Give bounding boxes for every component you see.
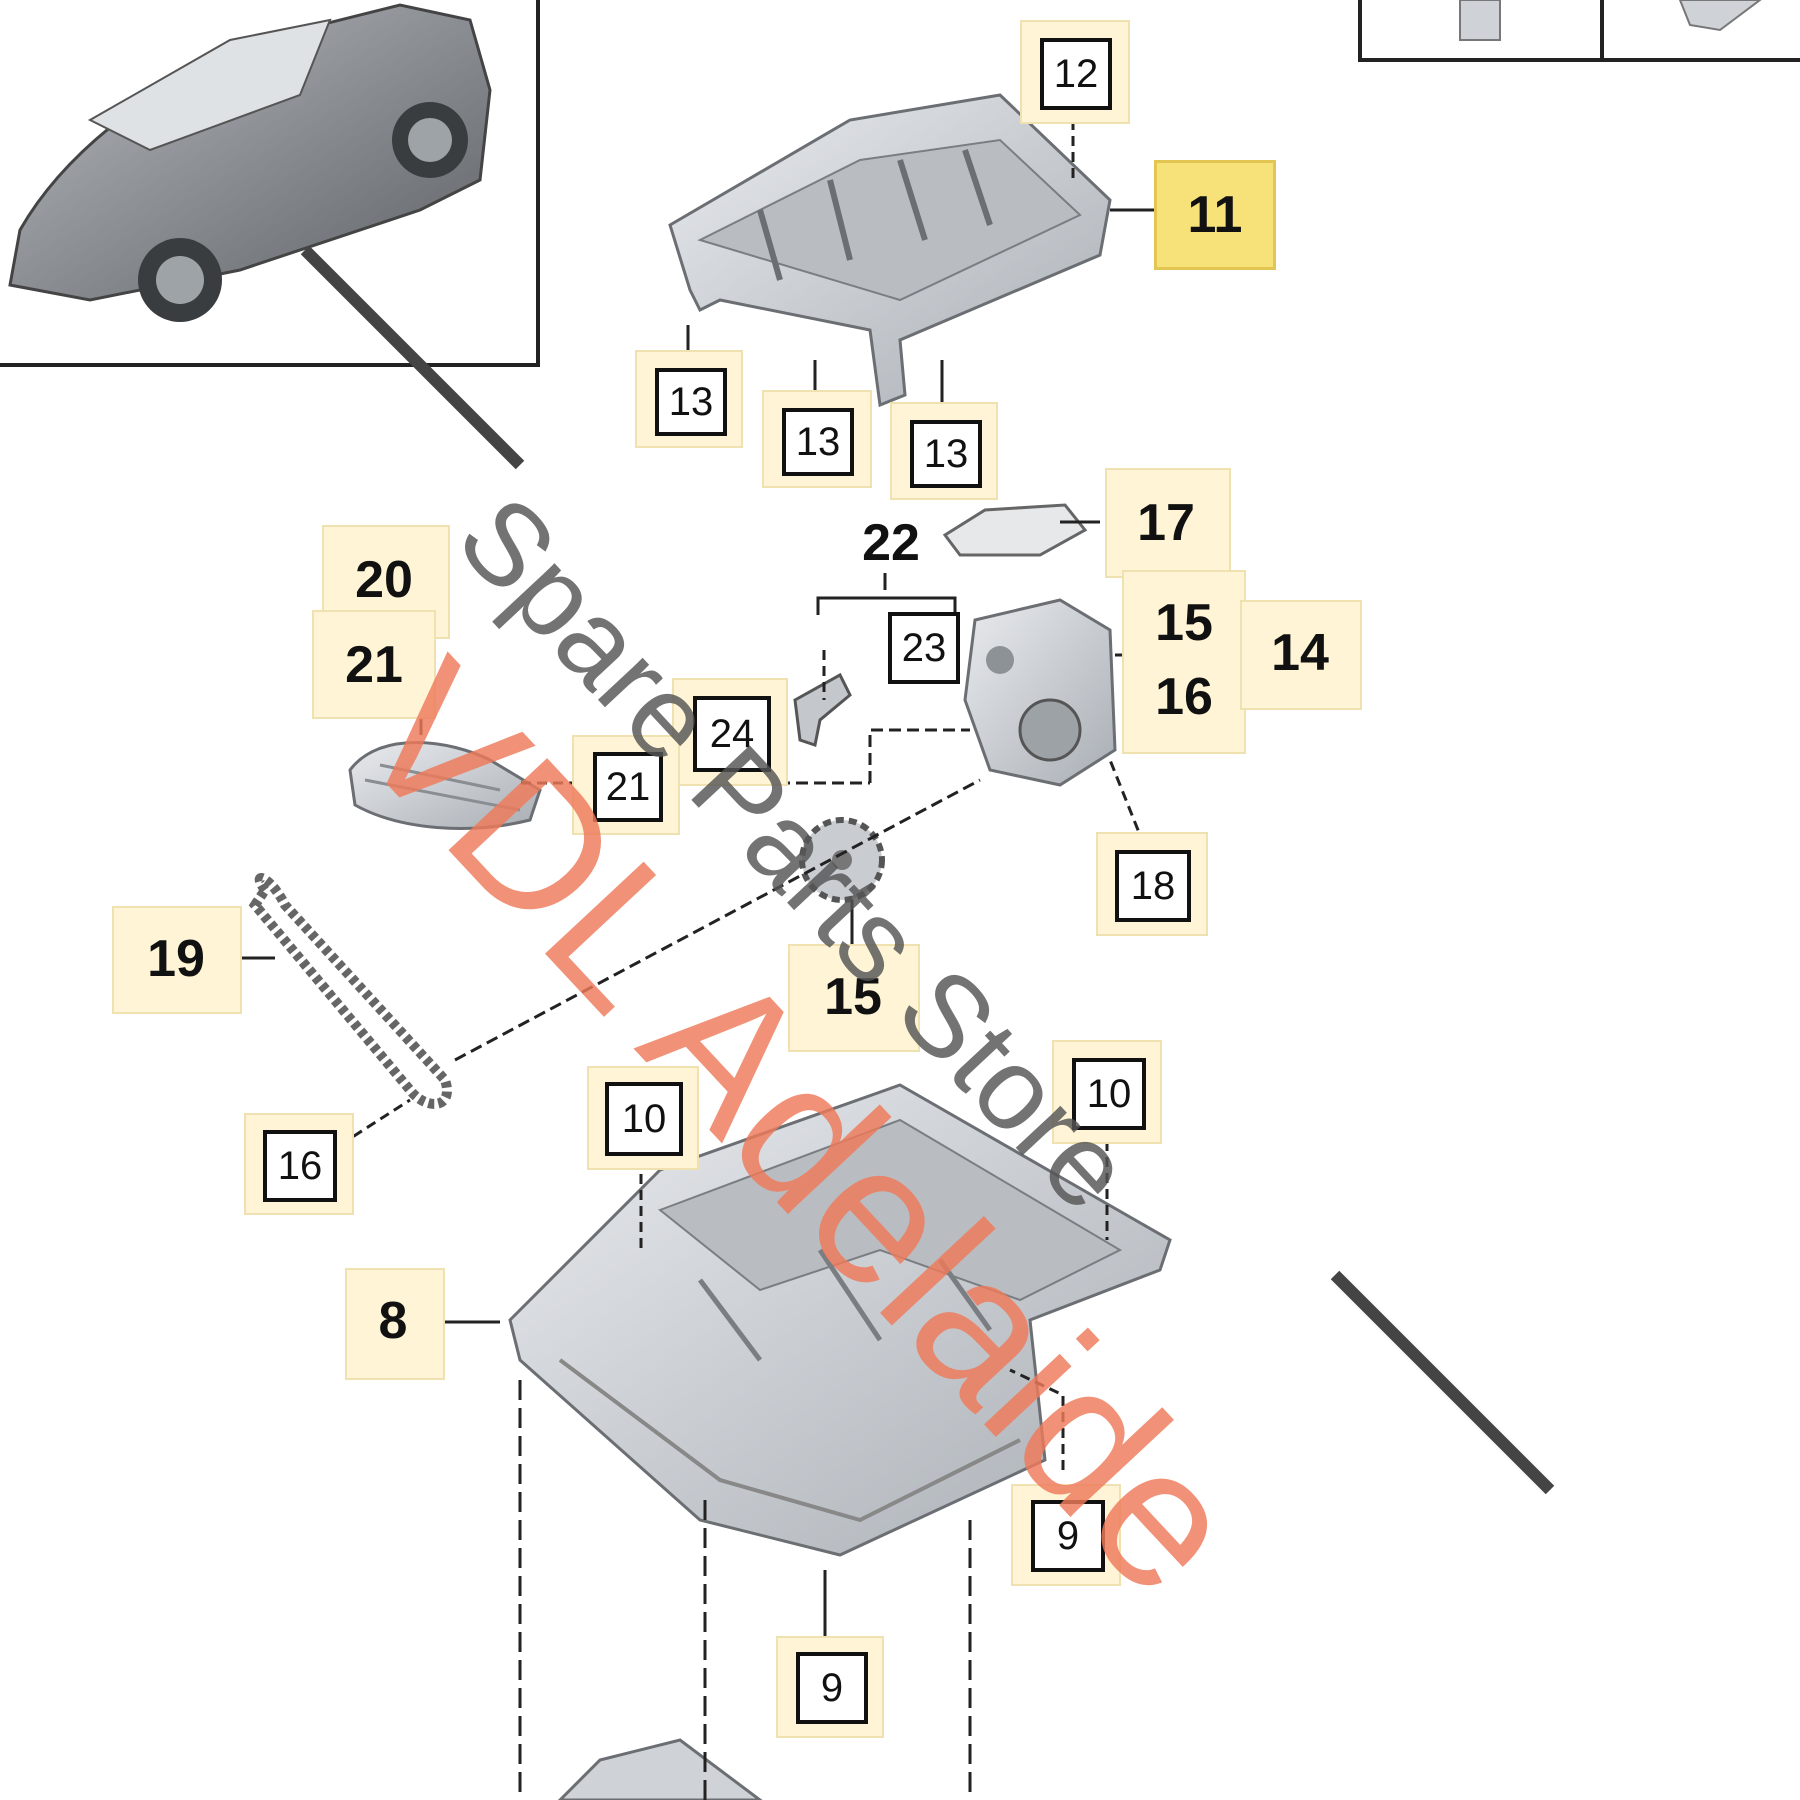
callout-back-8 [345, 1268, 445, 1380]
callout-back-15-16 [1122, 570, 1246, 754]
callout-16a: 16 [1155, 668, 1213, 726]
callout-9a: 9 [1031, 1500, 1105, 1572]
part-oil-pan-partial [557, 1738, 763, 1800]
callout-22: 22 [862, 514, 920, 572]
callout-23: 23 [888, 612, 960, 684]
callout-15b: 15 [824, 968, 882, 1026]
part-oil-strainer [348, 741, 542, 830]
part-drive-chain [248, 873, 452, 1109]
diagonal-stroke-upper [300, 245, 525, 470]
callout-13a: 13 [655, 368, 727, 436]
callout-10a: 10 [605, 1082, 683, 1156]
diagonal-stroke-lower [1330, 1270, 1555, 1495]
parts-table-fragment [1358, 0, 1800, 62]
callout-8: 8 [378, 1292, 408, 1350]
callout-15a: 15 [1155, 594, 1213, 652]
callout-19: 19 [147, 930, 205, 988]
callout-11-selected: 11 [1154, 160, 1276, 270]
callout-24: 24 [693, 696, 771, 772]
callout-back-21a [312, 610, 436, 719]
callout-20: 20 [355, 551, 413, 609]
callout-9b: 9 [796, 1652, 868, 1724]
part-oil-pump [963, 598, 1117, 787]
callout-21a: 21 [345, 636, 403, 694]
callout-back-15b [788, 944, 920, 1052]
callout-back-19 [112, 906, 242, 1014]
callout-10b: 10 [1072, 1058, 1146, 1130]
vehicle-inset [0, 0, 540, 367]
callout-back-14 [1240, 600, 1362, 710]
callout-17: 17 [1137, 494, 1195, 552]
callout-13c: 13 [910, 420, 982, 488]
callout-18: 18 [1115, 850, 1191, 922]
callout-14: 14 [1271, 624, 1329, 682]
part-gasket [942, 503, 1088, 557]
part-upper-oil-pan [668, 93, 1112, 408]
callout-back-17 [1105, 468, 1231, 578]
callout-13b: 13 [782, 408, 854, 476]
callout-16b: 16 [263, 1130, 337, 1202]
callout-21b: 21 [593, 752, 663, 822]
part-valve [793, 672, 852, 747]
callout-12: 12 [1040, 38, 1112, 110]
part-lower-oil-pan [508, 1083, 1172, 1557]
